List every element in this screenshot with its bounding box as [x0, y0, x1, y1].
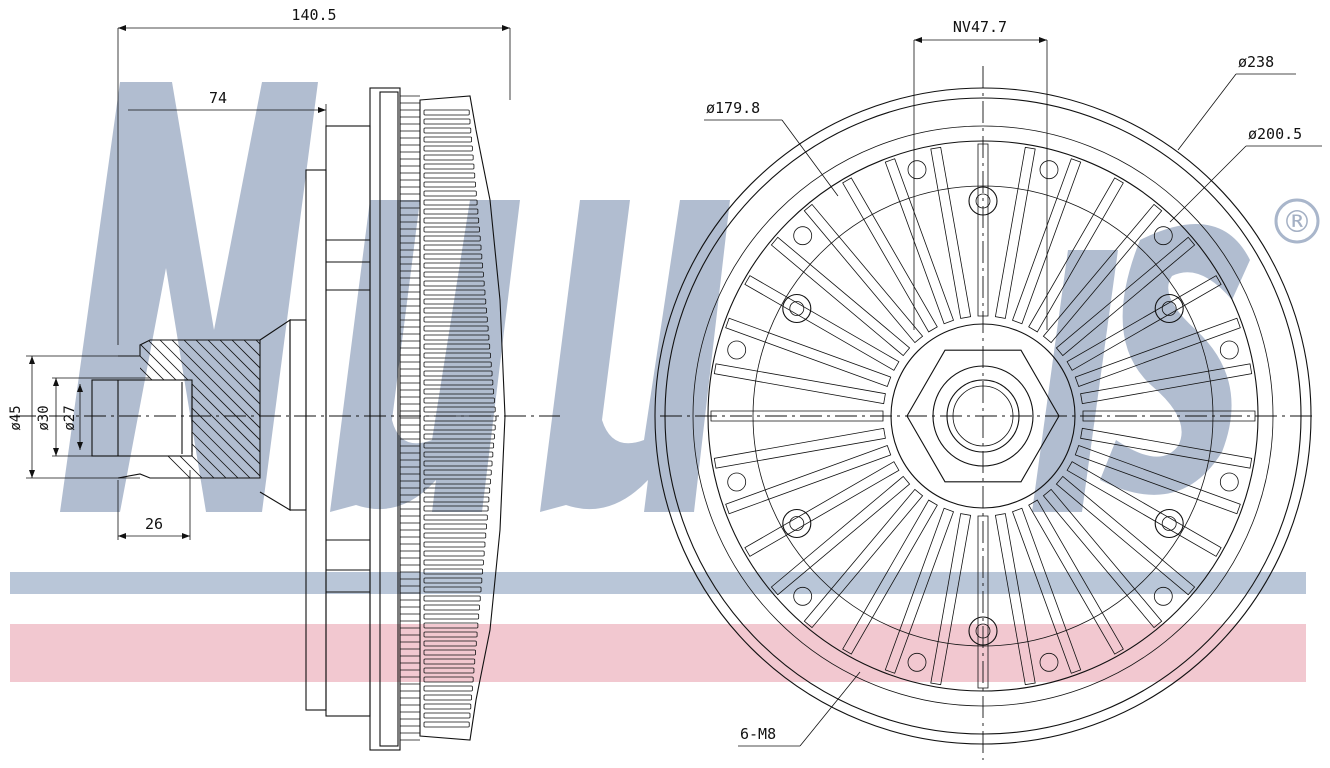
bolt-hole: [968, 186, 998, 216]
fin: [725, 444, 892, 515]
fin: [1028, 499, 1124, 655]
dim-diameter-inner: ø27: [62, 405, 78, 430]
fin: [1042, 488, 1163, 629]
fin: [1080, 363, 1253, 405]
fin: [713, 427, 886, 469]
bolt-hole: [1154, 508, 1184, 539]
fin: [770, 475, 911, 596]
fin: [1028, 177, 1124, 333]
front-view: NV47.7 ø179.8 ø238 ø200.5 6-M8: [654, 18, 1322, 760]
bolt-hole: [1154, 293, 1184, 324]
dim-nut-size: NV47.7: [953, 18, 1007, 36]
fin: [884, 507, 955, 674]
fin: [770, 236, 911, 357]
registered-mark-circle: [1274, 198, 1320, 244]
watermark-stripe-blue: [10, 572, 1306, 594]
fin: [1042, 203, 1163, 344]
bolt-holes: [782, 186, 1184, 646]
bolt-hole: [782, 508, 812, 539]
fin: [713, 363, 886, 405]
fin: [994, 513, 1036, 686]
fin: [744, 461, 900, 557]
fin: [1055, 475, 1196, 596]
clutch-hub: [259, 87, 506, 751]
bolt-hole: [968, 616, 998, 646]
fin: [842, 499, 938, 655]
fin-ring: [707, 140, 1259, 692]
dim-fin-diameter: ø200.5: [1248, 125, 1302, 143]
fin: [803, 203, 924, 344]
dim-diameter-mid: ø30: [36, 405, 52, 430]
watermark-logo: [60, 82, 1250, 512]
fin: [1066, 275, 1222, 371]
fin: [710, 410, 884, 422]
fin: [744, 275, 900, 371]
fin: [1074, 317, 1241, 388]
radial-fins: [710, 143, 1256, 689]
fin: [994, 146, 1036, 319]
fin: [930, 146, 972, 319]
fin: [1080, 427, 1253, 469]
dim-hub-length: 74: [209, 89, 227, 107]
fin: [842, 177, 938, 333]
dim-bolt-spec: 6-M8: [740, 725, 776, 743]
fin: [1011, 507, 1082, 674]
dim-diameter-outer: ø45: [8, 405, 24, 430]
fin: [725, 317, 892, 388]
fin: [803, 488, 924, 629]
hub-outer: [890, 323, 1076, 509]
dim-overall-length: 140.5: [291, 6, 336, 24]
bolt-hole: [782, 293, 812, 324]
fin: [1011, 158, 1082, 325]
hub-nut: [906, 349, 1060, 483]
dim-outer-diameter: ø238: [1238, 53, 1274, 71]
registered-mark: ®: [1282, 205, 1312, 240]
fin: [1074, 444, 1241, 515]
fin: [930, 513, 972, 686]
fin: [977, 143, 989, 317]
outer-ring: [654, 87, 1312, 745]
dim-shaft-length: 26: [145, 515, 163, 533]
fin: [977, 515, 989, 689]
watermark-stripe-red: [10, 624, 1306, 682]
dim-bolt-circle: ø179.8: [706, 99, 760, 117]
brand-watermark: ®: [10, 82, 1320, 682]
fin: [884, 158, 955, 325]
fin: [1055, 236, 1196, 357]
fin: [1066, 461, 1222, 557]
fin: [1082, 410, 1256, 422]
